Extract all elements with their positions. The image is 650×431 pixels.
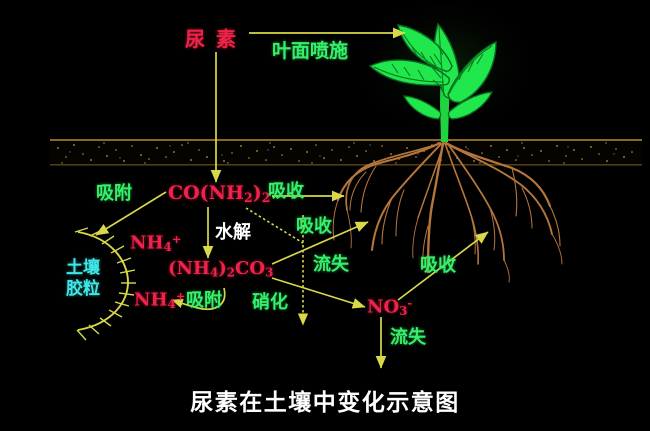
ammonium-lower-sub: 4 bbox=[167, 296, 176, 311]
soil-colloid-line2: 胶粒 bbox=[66, 279, 100, 300]
label-absorption-top: 吸收 bbox=[268, 181, 304, 202]
label-adsorption-upper: 吸附 bbox=[96, 183, 132, 204]
soil-colloid-line1: 土壤 bbox=[66, 258, 100, 278]
amcarb-sub3: 3 bbox=[265, 265, 274, 280]
arrow-nitrification bbox=[271, 277, 366, 309]
label-ammonium-lower: NH4+ bbox=[134, 289, 186, 311]
amcarb-sub1: 4 bbox=[209, 265, 219, 280]
urea-formula-head: CO(NH bbox=[168, 182, 244, 204]
label-soil-colloid: 土壤 胶粒 bbox=[66, 258, 100, 301]
arrow-absorption-lower bbox=[397, 231, 489, 301]
arrow-leaching-mid bbox=[245, 207, 309, 326]
label-leaching-lower: 流失 bbox=[390, 327, 426, 348]
label-ammonium-carbonate: (NH4)2CO3 bbox=[168, 260, 273, 279]
amcarb-sub2: 2 bbox=[226, 265, 236, 280]
amcarb-tail: CO bbox=[235, 258, 266, 279]
label-nitrification: 硝化 bbox=[252, 292, 288, 313]
soil-layer bbox=[50, 139, 642, 166]
urea-formula-sub2: 2 bbox=[261, 189, 271, 205]
soil-colloid-graphic bbox=[74, 227, 136, 341]
label-hydrolysis: 水解 bbox=[215, 222, 251, 243]
arrow-adsorption-lower bbox=[171, 287, 226, 310]
nitrate-sub: 3 bbox=[399, 303, 408, 318]
urea-formula-sub1: 2 bbox=[243, 189, 253, 205]
label-absorption-lower: 吸收 bbox=[420, 255, 456, 276]
label-foliar-spray: 叶面喷施 bbox=[272, 40, 349, 62]
ammonium-upper-sup: + bbox=[171, 232, 182, 246]
label-urea-cn: 尿 素 bbox=[185, 27, 238, 51]
ammonium-upper-sub: 4 bbox=[163, 239, 172, 254]
ammonium-upper-head: NH bbox=[130, 232, 164, 254]
amcarb-head: (NH bbox=[168, 258, 210, 279]
flow-arrows bbox=[95, 27, 489, 369]
arrow-absorption-mid bbox=[271, 221, 369, 265]
label-ammonium-upper: NH4+ bbox=[130, 232, 182, 254]
label-absorption-mid: 吸收 bbox=[296, 216, 332, 237]
label-leaching-mid: 流失 bbox=[313, 254, 349, 275]
root-graphic bbox=[332, 141, 563, 283]
arrow-adsorption-upper bbox=[95, 191, 167, 236]
ammonium-lower-head: NH bbox=[134, 289, 168, 311]
nitrate-head: NO bbox=[367, 296, 400, 318]
amcarb-mid: ) bbox=[218, 258, 227, 279]
label-adsorption-lower: 吸附 bbox=[186, 290, 222, 311]
page-title: 尿素在土壤中变化示意图 bbox=[190, 390, 460, 416]
ammonium-lower-sup: + bbox=[175, 289, 186, 303]
urea-formula-tail: ) bbox=[252, 182, 262, 204]
label-nitrate: NO3- bbox=[367, 296, 413, 318]
nitrate-sup: - bbox=[407, 296, 413, 310]
label-urea-formula: CO(NH2)2 bbox=[168, 184, 270, 204]
